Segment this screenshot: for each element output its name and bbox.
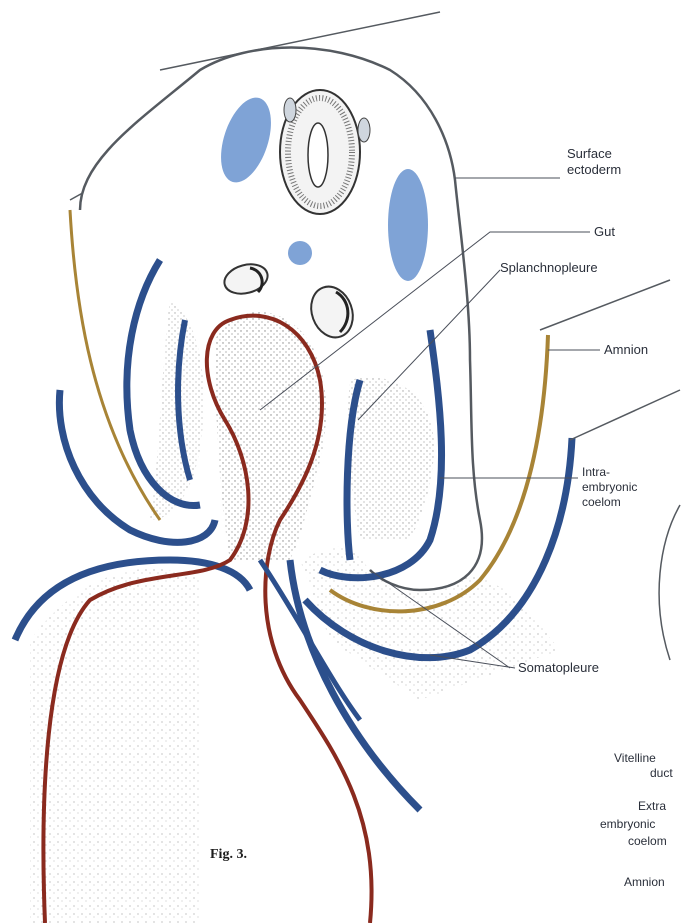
label-somatopleure: Somatopleure [518,660,599,675]
label-gut: Gut [594,224,615,239]
figure-caption: Fig. 3. [210,847,247,862]
label-intra-2: embryonic [582,480,637,494]
label-intra-3: coelom [582,495,621,509]
right-wall-mid-edge [570,390,680,440]
label-amnion: Amnion [604,342,648,357]
label-intra-1: Intra- [582,465,610,479]
label-extra-1: Extra [638,799,666,813]
neural-crest-right [358,118,370,142]
label-splanchnopleure: Splanchnopleure [500,260,598,275]
lower-body-surface [30,569,200,923]
neural-crest-left [284,98,296,122]
label-surface-ectoderm-1: Surface [567,146,612,161]
label-vitelline-1: Vitelline [614,751,656,765]
neural-canal [308,123,328,187]
label-surface-ectoderm-2: ectoderm [567,162,621,177]
notochord [288,241,312,265]
somite-right [388,169,428,281]
label-extra-2: embryonic [600,817,655,831]
right-yolk-sac-edge [659,505,680,660]
label-vitelline-2: duct [650,766,673,780]
right-wall-top-edge [540,280,670,330]
label-amnion-bottom: Amnion [624,875,665,889]
label-extra-3: coelom [628,834,667,848]
